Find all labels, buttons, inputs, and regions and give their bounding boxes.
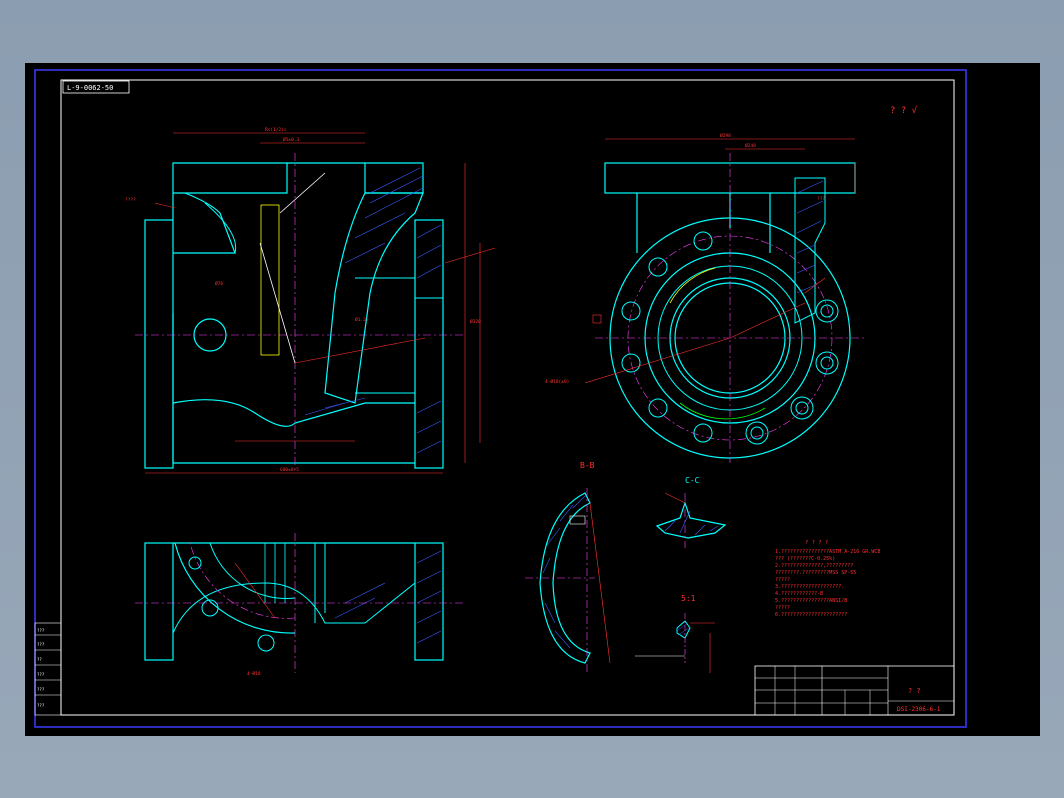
sidebar-row-4: ??? — [37, 672, 45, 677]
title-block-code: DSI-2306-6-1 — [897, 706, 941, 713]
sidebar-row-3: ?? — [37, 657, 42, 662]
detail-view — [635, 613, 715, 673]
tech-req-heading: ? ? ? ? — [805, 540, 828, 546]
svg-text:Rc(1/2)c: Rc(1/2)c — [265, 127, 287, 133]
svg-text:600±0.5: 600±0.5 — [280, 467, 299, 473]
svg-text:???: ??? — [817, 196, 825, 202]
drawing-number-tag: L-9-0062-50 — [67, 84, 113, 92]
tech-req-line-2: ??? (???????C-0.25%) — [775, 556, 835, 562]
title-block: ? ? DSI-2306-6-1 — [754, 665, 955, 716]
sidebar-row-6: ??? — [37, 703, 45, 708]
detail-scale-label: 5:1 — [681, 594, 696, 603]
sidebar-row-5: ??? — [37, 687, 45, 692]
sidebar-row-2: ??? — [37, 642, 45, 647]
title-block-title: ? ? — [908, 687, 921, 695]
cad-viewport[interactable]: L-9-0062-50 ? ? √ — [25, 63, 1040, 736]
section-c-view — [655, 492, 727, 548]
roughness-note: ? ? √ — [890, 105, 918, 116]
side-view: Ø298 Ø248 4-Ø18(±0) ??? — [545, 132, 865, 463]
technical-requirements: ? ? ? ? 1.????????????????ASTM A-216 GR.… — [775, 540, 880, 618]
svg-text:Ø5±0.3: Ø5±0.3 — [283, 136, 300, 143]
inner-frame — [60, 79, 955, 716]
tech-req-line-8: 5.????????????????ANSI/B — [775, 598, 847, 604]
svg-text:Ø1.25: Ø1.25 — [355, 316, 369, 323]
tech-req-line-7: 4.????????????-B — [775, 591, 823, 597]
tech-req-line-10: 6.?????????????????????? — [775, 612, 847, 618]
tech-req-line-9: ????? — [775, 605, 790, 611]
tech-req-line-1: 1.????????????????ASTM A-216 GR.WCB — [775, 549, 880, 555]
tech-req-line-3: 2.??????????????,????????? — [775, 563, 853, 569]
outer-frame — [34, 69, 967, 728]
svg-text:Ø298: Ø298 — [720, 132, 731, 139]
svg-text:4-Ø18: 4-Ø18 — [247, 670, 261, 677]
front-view: 600±0.5 Rc(1/2)c Ø5±0.3 ???? Ø320 Ø76 Ø1… — [125, 127, 496, 474]
svg-text:4-Ø18(±0): 4-Ø18(±0) — [545, 378, 569, 385]
tech-req-line-5: ????? — [775, 577, 790, 583]
section-c-label: C-C — [685, 476, 700, 485]
svg-text:Ø320: Ø320 — [470, 318, 481, 325]
sidebar-row-1: ??? — [37, 628, 45, 633]
svg-text:Ø76: Ø76 — [215, 280, 223, 287]
section-b-label: B-B — [580, 461, 595, 470]
svg-text:Ø248: Ø248 — [745, 142, 756, 149]
bottom-view: 4-Ø18 — [135, 533, 465, 677]
tech-req-line-4: ????????.?????????MSS SP-55 — [775, 570, 856, 576]
section-b-view — [525, 488, 611, 673]
cad-drawing: L-9-0062-50 ? ? √ — [34, 69, 967, 728]
tech-req-line-6: 3.????????????????????. — [775, 584, 844, 590]
drawing-number-box — [62, 80, 130, 94]
svg-text:????: ???? — [125, 197, 136, 203]
left-sidebar-table: ??? ??? ?? ??? ??? ??? — [34, 622, 62, 716]
